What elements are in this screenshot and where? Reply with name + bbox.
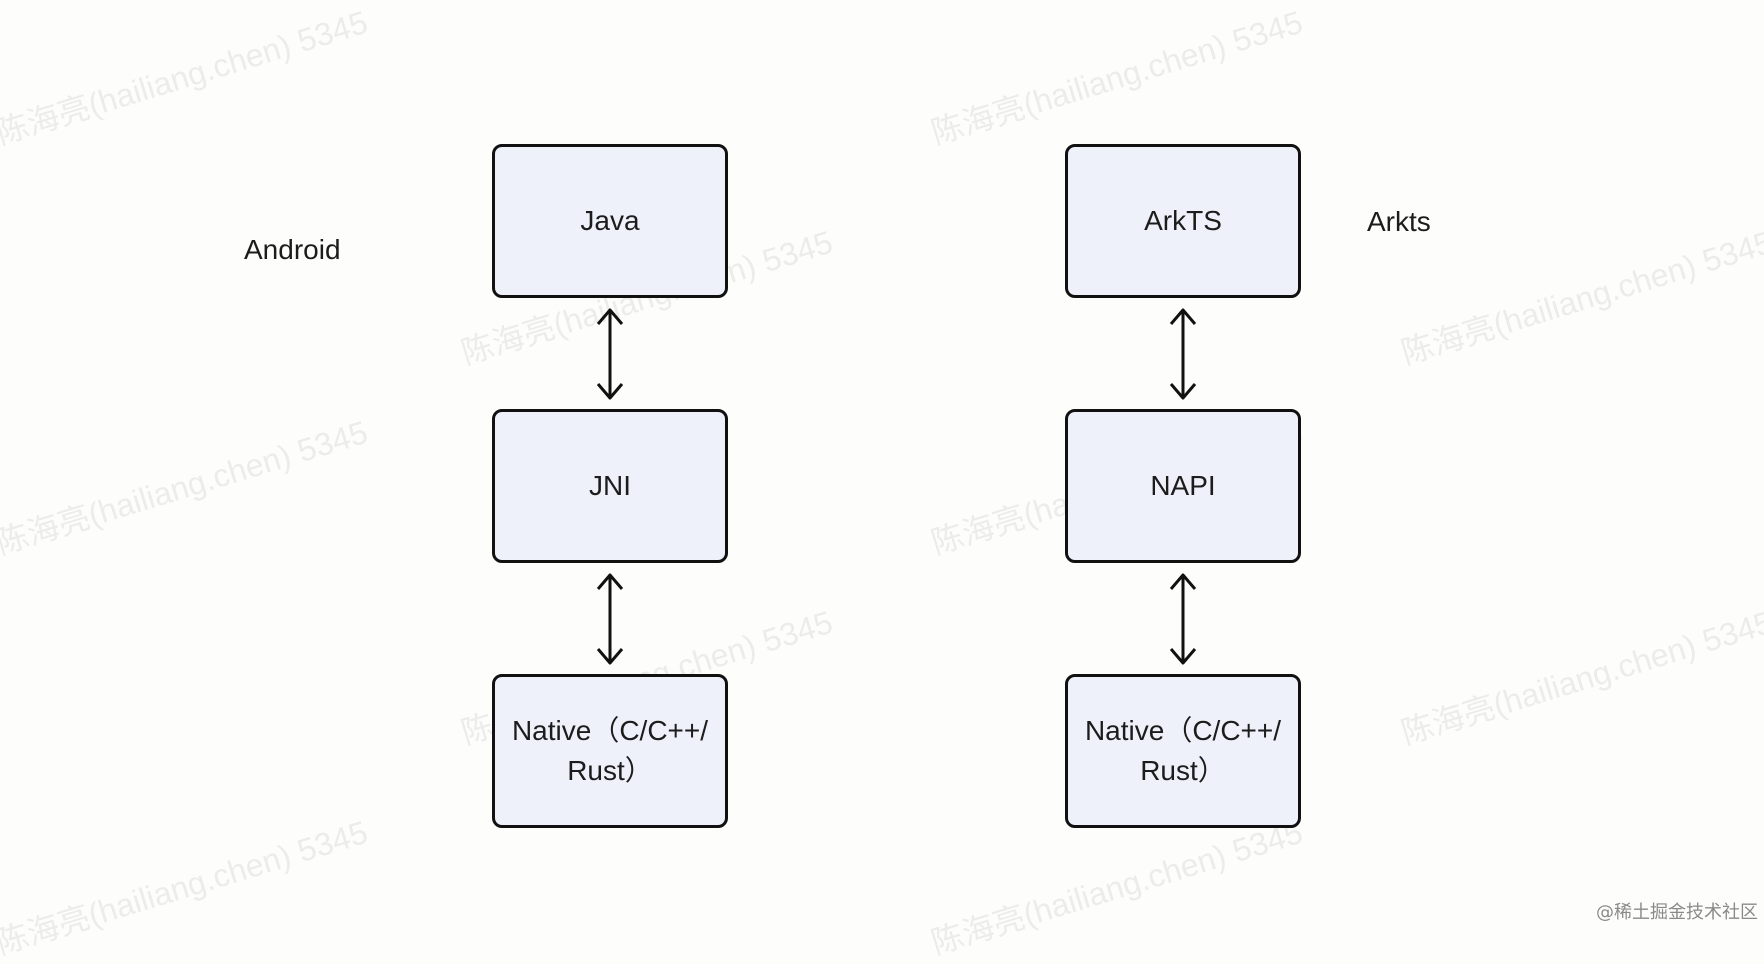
native-box-left: Native（C/C++/ Rust） bbox=[492, 674, 728, 828]
jni-box: JNI bbox=[492, 409, 728, 563]
android-label: Android bbox=[244, 234, 341, 265]
watermark-text: 陈海亮(hailiang.chen) 5345 bbox=[1397, 223, 1764, 372]
site-watermark: @稀土掘金技术社区 bbox=[1596, 902, 1758, 923]
arkts-napi-double-arrow bbox=[1169, 308, 1197, 400]
native-box-right-label: Native（C/C++/ Rust） bbox=[1084, 715, 1282, 786]
java-box-label: Java bbox=[580, 205, 640, 236]
arkts-box-label: ArkTS bbox=[1144, 205, 1222, 236]
watermark-text: 陈海亮(hailiang.chen) 5345 bbox=[927, 3, 1307, 152]
watermark-text: 陈海亮(hailiang.chen) 5345 bbox=[927, 813, 1307, 962]
napi-native-double-arrow bbox=[1169, 573, 1197, 665]
jni-native-double-arrow bbox=[596, 573, 624, 665]
diagram-canvas: 陈海亮(hailiang.chen) 5345 陈海亮(hailiang.che… bbox=[0, 3, 1764, 961]
napi-box-label: NAPI bbox=[1150, 470, 1216, 501]
arkts-box: ArkTS bbox=[1065, 144, 1301, 298]
java-jni-double-arrow bbox=[596, 308, 624, 400]
watermark-text: 陈海亮(hailiang.chen) 5345 bbox=[0, 813, 372, 962]
napi-box: NAPI bbox=[1065, 409, 1301, 563]
native-box-right: Native（C/C++/ Rust） bbox=[1065, 674, 1301, 828]
watermark-text: 陈海亮(hailiang.chen) 5345 bbox=[1397, 603, 1764, 752]
java-box: Java bbox=[492, 144, 728, 298]
watermark-text: 陈海亮(hailiang.chen) 5345 bbox=[0, 413, 372, 562]
jni-box-label: JNI bbox=[589, 470, 631, 501]
arkts-label: Arkts bbox=[1367, 206, 1431, 237]
native-box-left-label: Native（C/C++/ Rust） bbox=[511, 715, 709, 786]
watermark-text: 陈海亮(hailiang.chen) 5345 bbox=[0, 3, 372, 152]
